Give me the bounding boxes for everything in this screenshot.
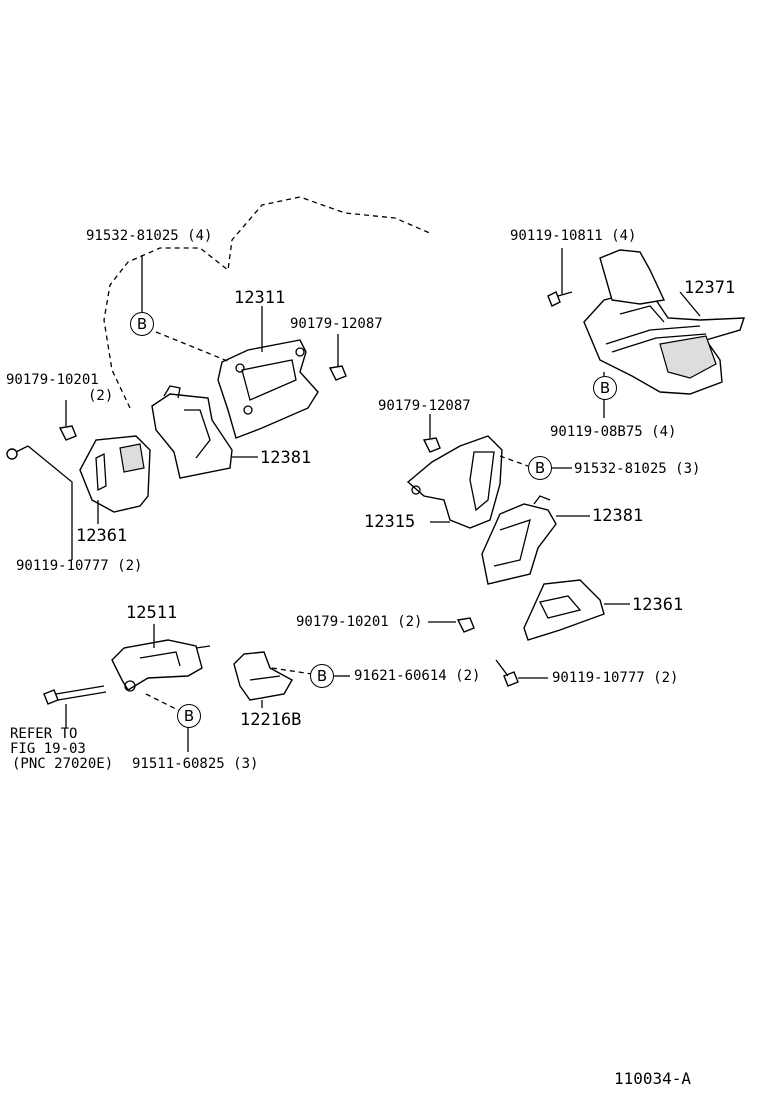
label-91532-81025-3: 91532-81025 (3) — [574, 461, 701, 477]
label-12381-left: 12381 — [260, 448, 312, 468]
nut-12087-left-drawing — [328, 365, 347, 381]
label-90179-10201-left: 90179-10201 — [6, 372, 99, 388]
label-fig-19-03: FIG 19-03 — [10, 741, 86, 757]
insulator-12381-left-drawing — [151, 385, 233, 479]
crossmember-12371-drawing — [583, 249, 745, 395]
ref-b-1: B — [130, 312, 154, 336]
label-90119-10777-left: 90119-10777 (2) — [16, 558, 143, 574]
bracket-12511-drawing — [111, 639, 211, 692]
mount-12361-left-drawing — [79, 435, 151, 513]
label-12361-right: 12361 — [632, 595, 684, 615]
label-pnc-27020e: (PNC 27020E) — [12, 756, 114, 772]
ref-b-4: B — [310, 664, 334, 688]
label-90119-10777-right: 90119-10777 (2) — [552, 670, 679, 686]
diagram-id: 110034-A — [614, 1069, 692, 1088]
label-90119-10811: 90119-10811 (4) — [510, 228, 637, 244]
bracket-12315-drawing — [406, 435, 503, 529]
nut-right-drawing — [456, 617, 475, 633]
ref-b-3: B — [528, 456, 552, 480]
label-90179-10201-right: 90179-10201 (2) — [296, 614, 423, 630]
ref-b-5: B — [177, 704, 201, 728]
bracket-12311-drawing — [217, 339, 319, 439]
ref-b-2: B — [593, 376, 617, 400]
bolt-10811-drawing — [547, 291, 573, 307]
label-91511-60825: 91511-60825 (3) — [132, 756, 259, 772]
label-12311: 12311 — [234, 288, 286, 308]
bolt-left-drawing — [6, 445, 29, 460]
bolt-right-drawing — [495, 659, 519, 687]
insulator-12381-right-drawing — [481, 495, 557, 585]
label-12216B: 12216B — [240, 710, 302, 730]
nut-left-drawing — [58, 425, 77, 441]
label-90179-12087-left: 90179-12087 — [290, 316, 383, 332]
bolt-long-drawing — [43, 685, 107, 705]
label-12361-left: 12361 — [76, 526, 128, 546]
label-qty-2-left: (2) — [88, 388, 114, 404]
label-12315: 12315 — [364, 512, 416, 532]
mount-12361-right-drawing — [523, 579, 605, 641]
label-12511: 12511 — [126, 603, 178, 623]
label-90179-12087-right: 90179-12087 — [378, 398, 471, 414]
label-12381-right: 12381 — [592, 506, 644, 526]
leader-lines — [27, 248, 701, 752]
bracket-12216B-drawing — [233, 651, 293, 701]
label-91621-60614: 91621-60614 (2) — [354, 668, 481, 684]
label-12371: 12371 — [684, 278, 736, 298]
label-91532-81025-4: 91532-81025 (4) — [86, 228, 213, 244]
label-90119-08B75: 90119-08B75 (4) — [550, 424, 677, 440]
nut-12087-right-drawing — [422, 437, 441, 453]
label-refer-to: REFER TO — [10, 726, 78, 742]
